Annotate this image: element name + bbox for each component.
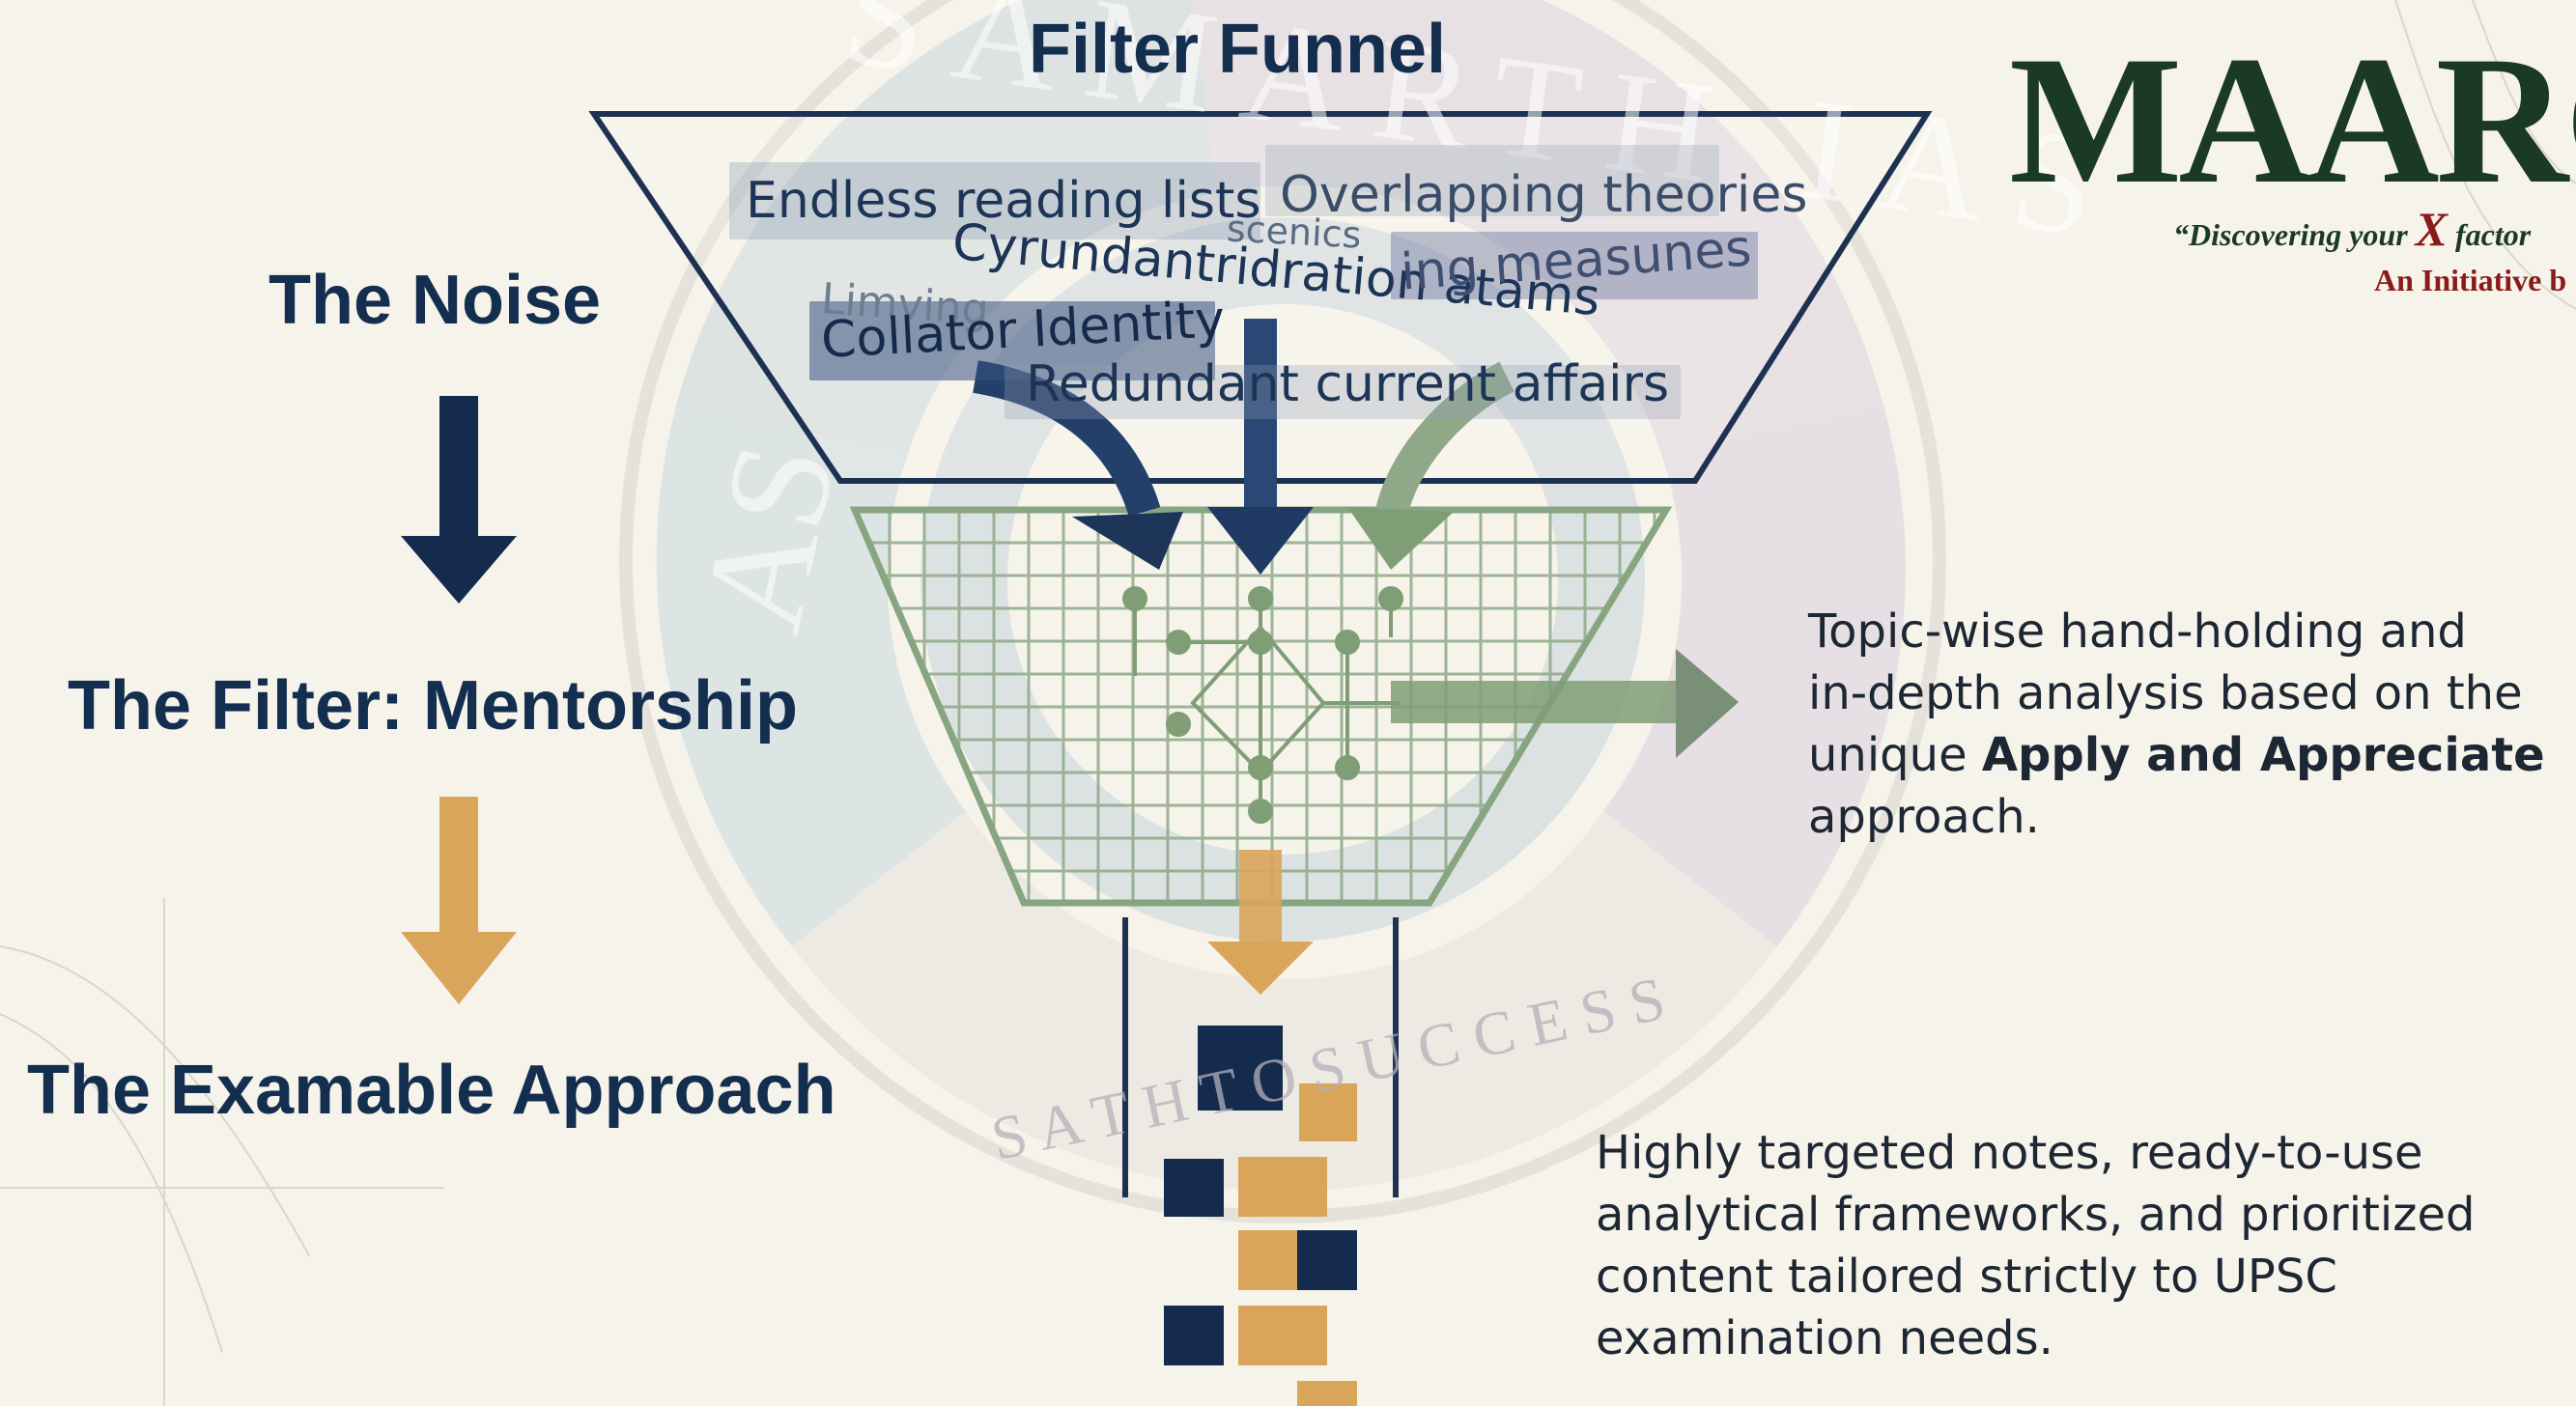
filter-desc-text: unique xyxy=(1808,728,1982,782)
filter-desc-line: approach. xyxy=(1808,790,2040,844)
filter-to-output-arrow xyxy=(1207,850,1314,995)
diagram-title: Filter Funnel xyxy=(1029,11,1446,88)
stage-arrow-filter-to-examable xyxy=(401,797,517,1004)
logo-wordmark: MAARG xyxy=(2009,39,2576,222)
filter-desc-line: Topic-wise hand-holding and xyxy=(1808,605,2467,659)
noise-chip xyxy=(1391,232,1758,299)
logo-tagline-text: “Discovering your xyxy=(2173,217,2408,252)
logo-x-mark: X xyxy=(2415,202,2449,256)
noise-to-filter-arrows xyxy=(973,319,1514,575)
stage-arrow-noise-to-filter xyxy=(401,396,517,604)
filter-desc-line: unique Apply and Appreciate xyxy=(1808,724,2571,786)
output-desc-line: examination needs. xyxy=(1596,1311,2053,1365)
noise-word: Overlapping theories xyxy=(1280,166,1808,224)
output-desc-line: Highly targeted notes, ready-to-use xyxy=(1596,1126,2423,1180)
output-desc-line: analytical frameworks, and prioritized xyxy=(1596,1188,2476,1242)
filter-desc-line: in-depth analysis based on the xyxy=(1808,666,2523,720)
stage-label-noise: The Noise xyxy=(269,262,602,339)
noise-chip xyxy=(1265,145,1719,216)
noise-word: Endless reading lists xyxy=(746,172,1261,230)
funnel-spout xyxy=(1122,917,1399,1197)
output-description: Highly targeted notes, ready-to-use anal… xyxy=(1596,1122,2552,1369)
filter-desc-emphasis: Apply and Appreciate xyxy=(1981,728,2545,782)
noise-word: Redundant current affairs xyxy=(1026,355,1670,413)
noise-chip xyxy=(729,162,1260,239)
filter-to-analysis-arrow xyxy=(1391,649,1739,758)
noise-chip xyxy=(809,301,1215,380)
brand-logo: MAARG “Discovering your X factor An Init… xyxy=(2009,39,2576,328)
logo-tagline-text: factor xyxy=(2455,217,2532,252)
stage-label-examable: The Examable Approach xyxy=(27,1052,836,1129)
output-blocks xyxy=(1164,1026,1357,1406)
noise-chip xyxy=(1005,365,1681,419)
output-desc-line: content tailored strictly to UPSC xyxy=(1596,1250,2337,1304)
filter-description: Topic-wise hand-holding and in-depth ana… xyxy=(1808,601,2571,848)
logo-initiative: An Initiative b xyxy=(2374,263,2567,297)
funnel-hopper xyxy=(588,111,1933,484)
stage-label-filter: The Filter: Mentorship xyxy=(68,667,798,745)
logo-tagline: “Discovering your X factor xyxy=(2173,201,2531,257)
